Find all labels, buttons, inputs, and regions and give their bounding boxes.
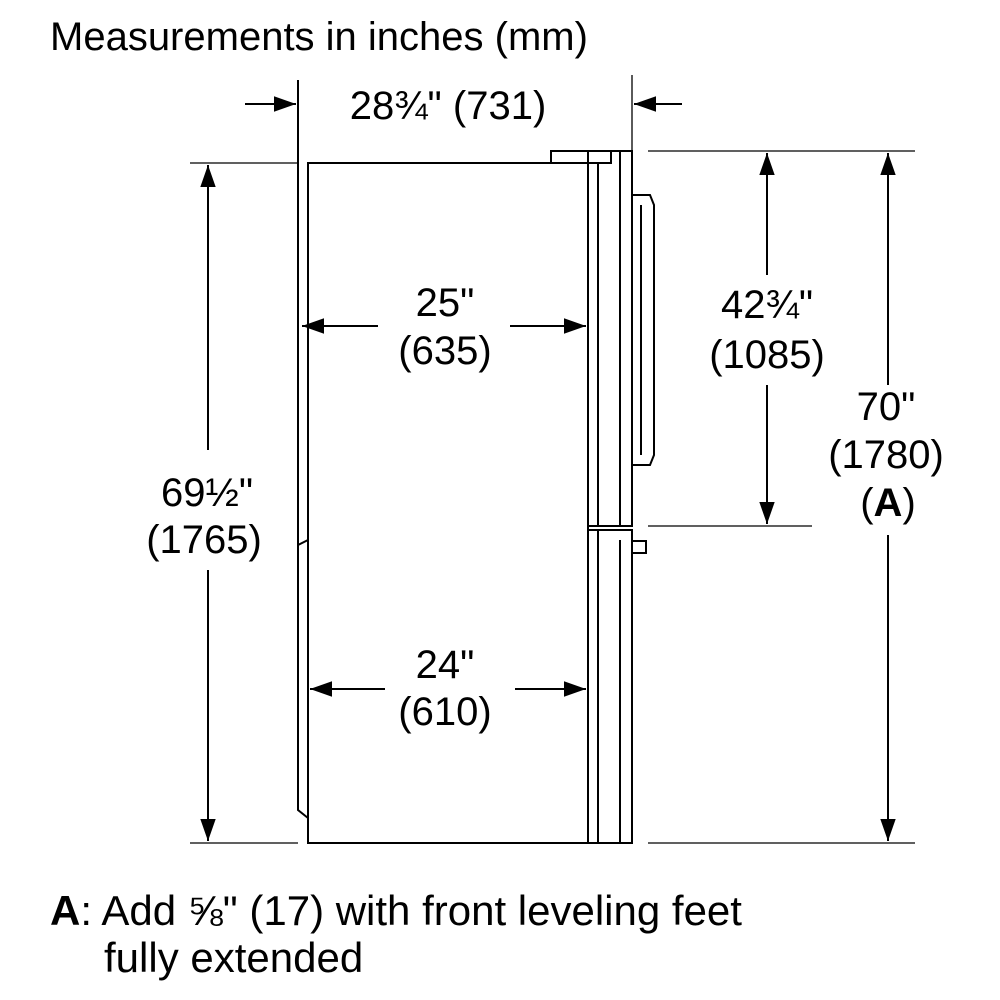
top-hinge-cover — [550, 150, 612, 164]
overall-height-mm: (1780) — [828, 433, 944, 477]
diagram-title: Measurements in inches (mm) — [50, 15, 588, 59]
svg-text:28¾" (731): 28¾" (731) — [350, 84, 547, 128]
footnote-colon: : — [80, 887, 92, 934]
overall-depth-label: 28¾" (731) — [350, 84, 547, 128]
freezer-drawer — [587, 529, 633, 844]
footnote-letter: A — [50, 887, 80, 934]
lower-depth-inches: 24" — [416, 643, 475, 687]
overall-depth-inches: 28¾" — [350, 84, 442, 128]
extension-lines — [190, 75, 915, 844]
upper-depth-inches: 25" — [416, 281, 475, 325]
footnote-line2: fully extended — [104, 934, 363, 981]
cabinet-height-mm: (1765) — [146, 518, 262, 562]
refrigerator-outline — [297, 80, 655, 844]
cabinet-height-label: 69½" (1765) — [146, 471, 262, 562]
overall-depth-mm: (731) — [453, 84, 546, 128]
svg-text:(A): (A) — [860, 481, 916, 525]
upper-door — [587, 150, 633, 527]
door-height-inches: 42¾" — [721, 283, 813, 327]
door-height-label: 42¾" (1085) — [709, 283, 825, 377]
dimension-arrows — [200, 96, 896, 841]
svg-text:A: Add ⅝" (17) with front leve: A: Add ⅝" (17) with front leveling feet — [50, 887, 742, 934]
cabinet-body — [307, 162, 589, 844]
footnote-line1: Add ⅝" (17) with front leveling feet — [92, 887, 742, 934]
lower-depth-label: 24" (610) — [398, 643, 491, 734]
door-height-mm: (1085) — [709, 333, 825, 377]
upper-depth-label: 25" (635) — [398, 281, 491, 373]
freezer-handle — [631, 540, 647, 554]
overall-height-ref-letter: A — [874, 481, 903, 525]
overall-height-ref-open: ( — [860, 481, 874, 525]
overall-height-inches: 70" — [857, 385, 916, 429]
upper-door-handle — [632, 194, 655, 466]
footnote: A: Add ⅝" (17) with front leveling feet … — [50, 887, 742, 981]
back-compressor-cover — [297, 525, 309, 819]
overall-height-ref-close: ) — [902, 481, 915, 525]
upper-depth-mm: (635) — [398, 329, 491, 373]
overall-height-label: 70" (1780) (A) — [828, 385, 944, 525]
lower-depth-mm: (610) — [398, 690, 491, 734]
cabinet-height-inches: 69½" — [161, 471, 253, 515]
